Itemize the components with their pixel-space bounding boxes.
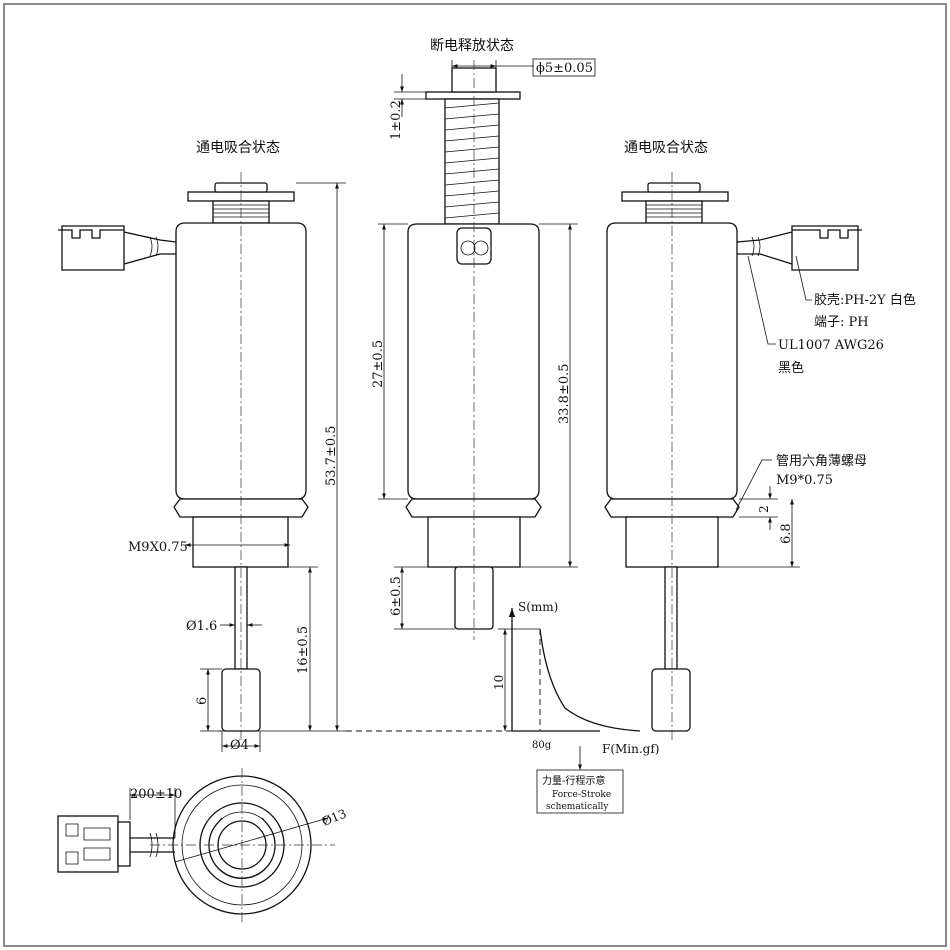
right-view-energized [604,172,862,742]
thread-spec-label: M9X0.75 [128,540,188,555]
released-state-label: 断电释放状态 [430,38,514,54]
force-stroke-graph [498,608,641,814]
graph-y-axis-label: S(mm) [518,600,558,614]
spring [444,102,500,219]
end-view-connector [57,815,175,873]
nut-spec-label: M9*0.75 [776,473,833,488]
total-body-label: 33.8±0.5 [557,363,572,424]
washer-gap-label: 1±0.2 [389,100,404,140]
pin-diameter-label: Ø1.6 [186,619,217,634]
graph-force-label: 80g [532,740,552,751]
terminal-label: 端子: PH [814,315,869,330]
wire-spec-label: UL1007 AWG26 [778,338,884,353]
tip-diameter-label: Ø4 [230,738,249,753]
extension-label: 6±0.5 [389,576,404,616]
housing-label: 胶壳:PH-2Y 白色 [814,292,916,308]
legend-en-1-label: Force-Stroke [552,790,611,800]
end-view [57,768,335,925]
graph-x-axis-label: F(Min.gf) [602,742,659,756]
overall-length-label: 53.7±0.5 [324,425,339,486]
nut-label: 管用六角薄螺母 [776,454,867,469]
energized-state-right-label: 通电吸合状态 [624,140,708,156]
wire-length-label: 200±10 [130,787,182,802]
shaft-diameter-label: ϕ5±0.05 [536,61,593,76]
right-connector [736,225,862,271]
graph-stroke-label: 10 [492,675,506,690]
left-connector [58,225,177,271]
body-length-label: 27±0.5 [371,340,386,388]
legend-en-2-label: schematically [546,802,609,812]
pin-length-label: 16±0.5 [296,626,311,674]
wire-color-label: 黑色 [778,360,804,376]
outer-diameter-label: Ø13 [320,806,349,828]
middle-view-released [378,58,596,640]
thread-length-label: 6.8 [779,523,794,544]
drawing-border [3,3,947,947]
legend-cn-label: 力量-行程示意 [542,774,605,787]
tip-length-label: 6 [195,697,210,705]
energized-state-left-label: 通电吸合状态 [196,140,280,156]
left-view-energized [58,172,512,752]
nut-height-label: 2 [757,505,771,513]
